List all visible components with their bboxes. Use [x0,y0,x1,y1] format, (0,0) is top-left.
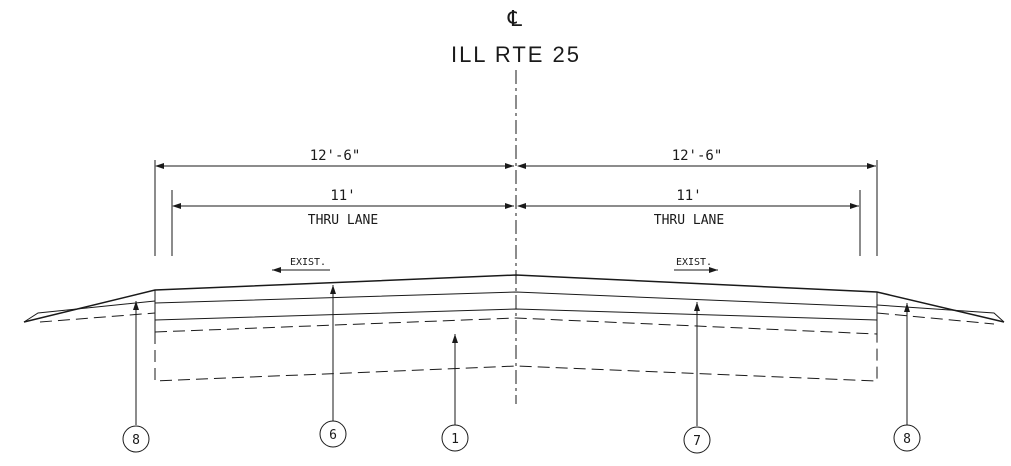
route-title: ILL RTE 25 [451,42,581,67]
callout-1: 1 [441,424,469,452]
callout-label: 8 [132,433,140,448]
callout-label: 6 [329,428,337,443]
pavement-surface [23,274,1005,323]
slope-note-left: EXIST. [290,257,326,268]
shoulder-right-bottom [876,304,1005,323]
callout-8-right: 8 [893,424,921,452]
slope-note-right: EXIST. [676,257,712,268]
callout-label: 8 [903,432,911,447]
callout-label: 1 [451,432,459,447]
callout-8-left: 8 [122,425,150,453]
dimension-label-left-lane: 11' [330,188,355,204]
base-course-top [154,317,878,335]
pavement-layer-2 [154,308,878,321]
centerline-symbol: ℄ [507,6,524,31]
dimension-label-right-lane: 11' [676,188,701,204]
lane-label-left: THRU LANE [308,213,378,228]
shoulder-left-bottom [23,300,156,323]
callout-label: 7 [693,434,701,449]
lane-label-right: THRU LANE [654,213,724,228]
dimension-label-left-overall: 12'-6" [310,148,361,164]
pavement-layer-1 [154,291,878,308]
callout-7: 7 [683,426,711,454]
dimension-label-right-overall: 12'-6" [672,148,723,164]
shoulder-right-subbase [876,312,995,325]
callout-6: 6 [319,420,347,448]
